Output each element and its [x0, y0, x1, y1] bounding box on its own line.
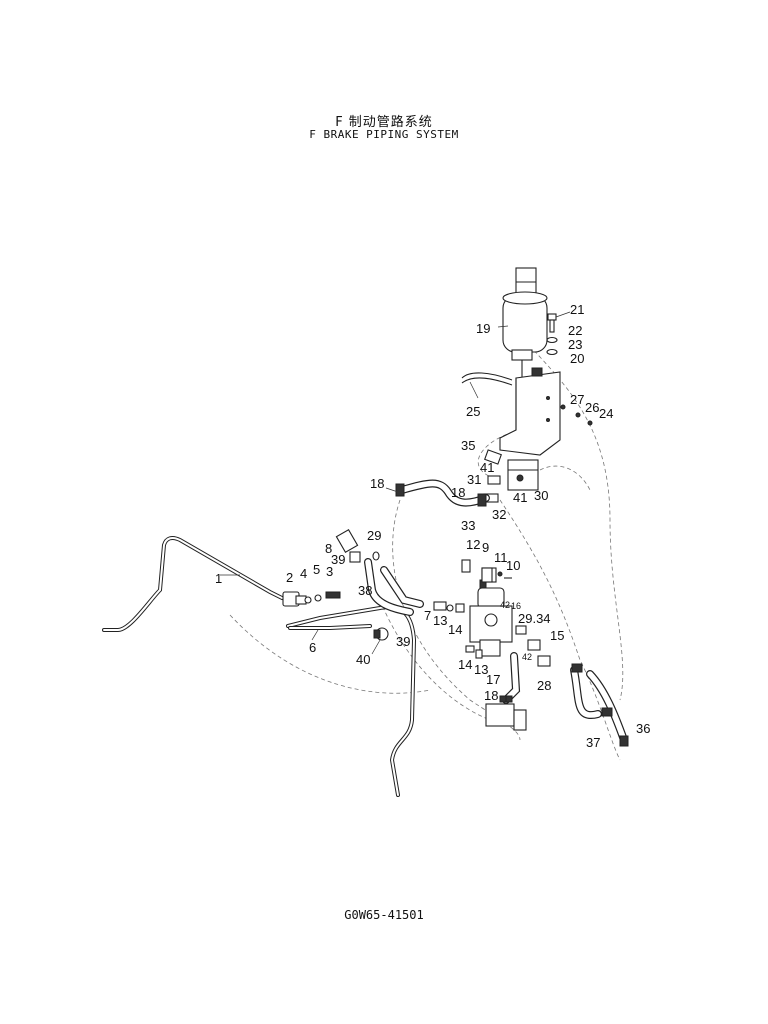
callout-13b: 13	[474, 662, 488, 677]
callout-2: 2	[286, 570, 293, 585]
flexible-hose-part-37-36	[570, 663, 629, 747]
callout-24: 24	[599, 406, 613, 421]
callout-36: 36	[636, 721, 650, 736]
callout-39a: 39	[331, 552, 345, 567]
callout-41a: 41	[480, 460, 494, 475]
callout-9: 9	[482, 540, 489, 555]
callout-11: 11	[494, 550, 508, 565]
callout-33: 33	[461, 518, 475, 533]
relay-valve-part-30	[483, 449, 539, 503]
callout-41b: 41	[513, 490, 527, 505]
callout-31: 31	[467, 472, 481, 487]
brake-hose-part-33	[395, 479, 490, 507]
callout-18c: 18	[484, 688, 498, 703]
callout-14b: 14	[458, 657, 472, 672]
adapter-fittings-8-39	[335, 528, 380, 563]
callout-18b: 18	[451, 485, 465, 500]
callout-14a: 14	[448, 622, 462, 637]
pipe-part-38	[364, 558, 424, 616]
callout-4: 4	[300, 566, 307, 581]
callout-20: 20	[570, 351, 584, 366]
brake-valve-body	[469, 567, 513, 657]
brake-tube-part-1	[102, 535, 284, 632]
tee-fitting-part-2	[282, 591, 341, 607]
valve-fittings-7-13-14	[433, 601, 483, 659]
callout-42a: 42	[500, 600, 510, 610]
callout-27: 27	[570, 392, 584, 407]
clamp-part-18-lower	[505, 695, 513, 703]
valve-fittings-12-9-11-10	[461, 559, 512, 583]
callout-23: 23	[568, 337, 582, 352]
hose-part-17	[502, 652, 521, 704]
callout-17: 17	[486, 672, 500, 687]
callout-13a: 13	[433, 613, 447, 628]
bolt-washer-stack	[546, 313, 558, 356]
callout-16: 16	[511, 601, 521, 611]
callout-35: 35	[461, 438, 475, 453]
callout-26: 26	[585, 400, 599, 415]
callout-1: 1	[215, 571, 222, 586]
clamp-part-39	[373, 627, 389, 641]
callout-40: 40	[356, 652, 370, 667]
callout-42b: 42	[522, 652, 532, 662]
callout-5: 5	[313, 562, 320, 577]
callout-12: 12	[466, 537, 480, 552]
callout-labels: 21 19 22 23 20 25 27 26 24 35 41 18 31 1…	[215, 302, 650, 750]
callout-29a: 29	[367, 528, 381, 543]
callout-3: 3	[326, 564, 333, 579]
diagram-title-chinese: F 制动管路系统	[335, 115, 433, 130]
callout-29-34: 29.34	[518, 611, 551, 626]
callout-28: 28	[537, 678, 551, 693]
callout-15: 15	[550, 628, 564, 643]
callout-21: 21	[570, 302, 584, 317]
brake-booster-part-19	[502, 267, 548, 378]
assembly-guide-lines	[229, 329, 624, 761]
callout-8: 8	[325, 541, 332, 556]
callout-22: 22	[568, 323, 582, 338]
diagram-title-english: F BRAKE PIPING SYSTEM	[309, 128, 459, 141]
callout-6: 6	[309, 640, 316, 655]
nut-row	[560, 404, 593, 426]
drawing-code: G0W65-41501	[344, 908, 424, 922]
mounting-bracket-part-20	[499, 367, 561, 456]
lower-tee-assembly	[485, 695, 527, 731]
callout-30: 30	[534, 488, 548, 503]
callout-10: 10	[506, 558, 520, 573]
callout-39b: 39	[396, 634, 410, 649]
callout-19: 19	[476, 321, 490, 336]
callout-37: 37	[586, 735, 600, 750]
callout-38: 38	[358, 583, 372, 598]
callout-7: 7	[424, 608, 431, 623]
callout-25: 25	[466, 404, 480, 419]
vent-hose-part-25	[461, 372, 513, 386]
callout-18a: 18	[370, 476, 384, 491]
leader-lines	[220, 311, 571, 655]
fittings-15-28	[515, 625, 551, 667]
callout-32: 32	[492, 507, 506, 522]
